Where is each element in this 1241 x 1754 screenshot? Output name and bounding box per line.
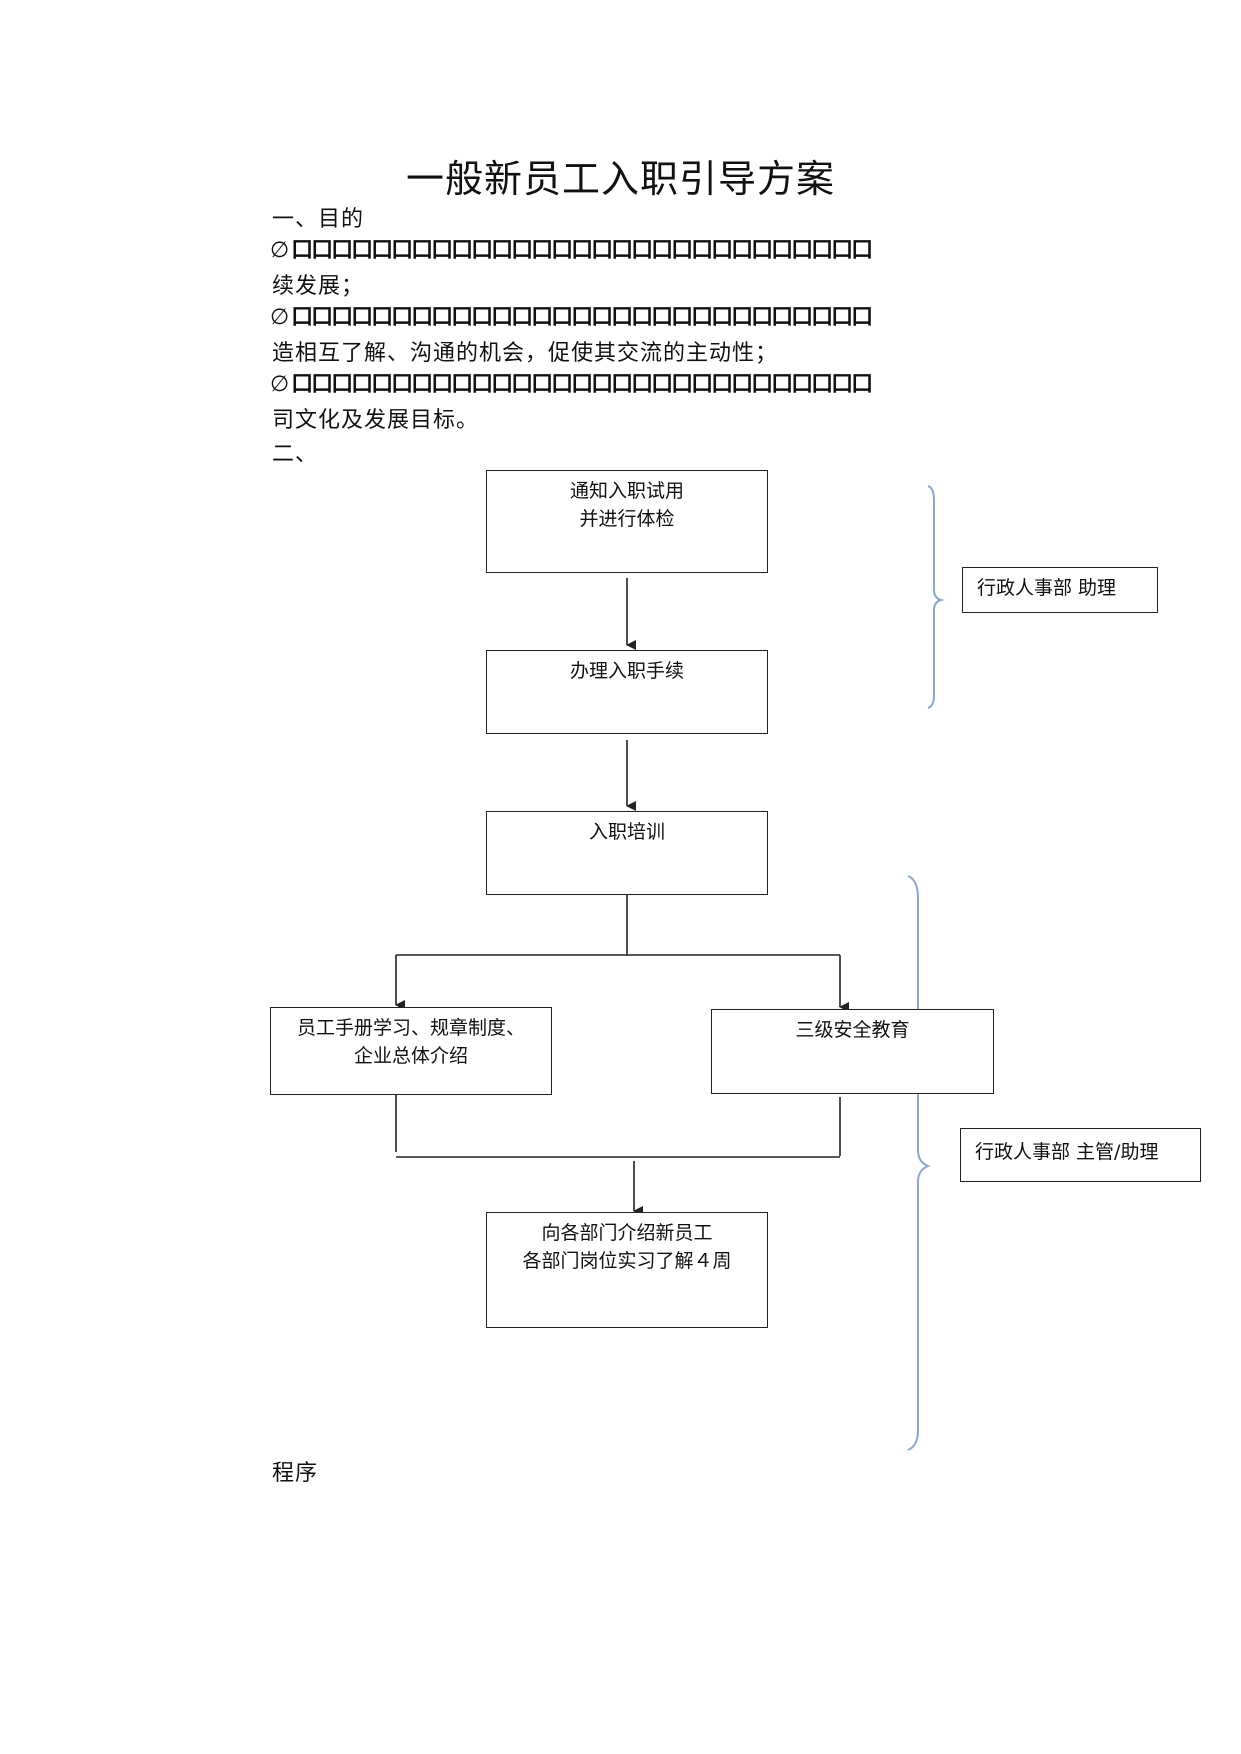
garbled-text: 口口口口口口口口口口口口口口口口口口口口口口口口口口口口口 (291, 238, 873, 263)
owner-hr-manager-assistant: 行政人事部 主管/助理 (960, 1128, 1201, 1182)
step-line: 通知入职试用 (569, 480, 684, 502)
step-line: 办理入职手续 (569, 660, 684, 682)
step-handbook-and-company-intro: 员工手册学习、规章制度、 企业总体介绍 (270, 1007, 552, 1095)
step-department-intro-and-internship: 向各部门介绍新员工 各部门岗位实习了解４周 (486, 1212, 768, 1328)
step-line: 三级安全教育 (795, 1019, 910, 1041)
bullet-symbol-icon: ∅ (270, 305, 290, 330)
step-onboarding-procedures: 办理入职手续 (486, 650, 768, 734)
step-line: 入职培训 (588, 821, 665, 843)
brace-top-icon (927, 485, 945, 709)
step-line: 向各部门介绍新员工 (541, 1222, 713, 1244)
bullet-symbol-icon: ∅ (270, 372, 290, 397)
bullet-symbol-icon: ∅ (270, 238, 290, 263)
step-line: 各部门岗位实习了解４周 (522, 1250, 732, 1272)
purpose-heading: 一、目的 (272, 207, 365, 232)
step-onboarding-training: 入职培训 (486, 811, 768, 895)
bullet-continuation-1: 续发展； (272, 274, 365, 299)
step-safety-education: 三级安全教育 (711, 1009, 994, 1094)
brace-bottom-icon (907, 875, 931, 1451)
page-title: 一般新员工入职引导方案 (405, 157, 835, 201)
bullet-continuation-3: 司文化及发展目标。 (272, 408, 480, 433)
garbled-text: 口口口口口口口口口口口口口口口口口口口口口口口口口口口口口 (291, 305, 873, 330)
bullet-line-3: ∅口口口口口口口口口口口口口口口口口口口口口口口口口口口口口 (270, 366, 873, 398)
garbled-text: 口口口口口口口口口口口口口口口口口口口口口口口口口口口口口 (291, 372, 873, 397)
bullet-line-1: ∅口口口口口口口口口口口口口口口口口口口口口口口口口口口口口 (270, 232, 873, 264)
procedure-heading-start: 二、 (272, 442, 319, 467)
owner-hr-assistant: 行政人事部 助理 (962, 567, 1158, 613)
procedure-heading-end: 程序 (272, 1461, 319, 1486)
step-line: 并进行体检 (579, 508, 675, 530)
step-notify-and-medical-check: 通知入职试用 并进行体检 (486, 470, 768, 573)
step-line: 企业总体介绍 (353, 1045, 468, 1067)
step-line: 员工手册学习、规章制度、 (296, 1017, 525, 1039)
bullet-line-2: ∅口口口口口口口口口口口口口口口口口口口口口口口口口口口口口 (270, 299, 873, 331)
bullet-continuation-2: 造相互了解、沟通的机会，促使其交流的主动性； (272, 341, 779, 366)
